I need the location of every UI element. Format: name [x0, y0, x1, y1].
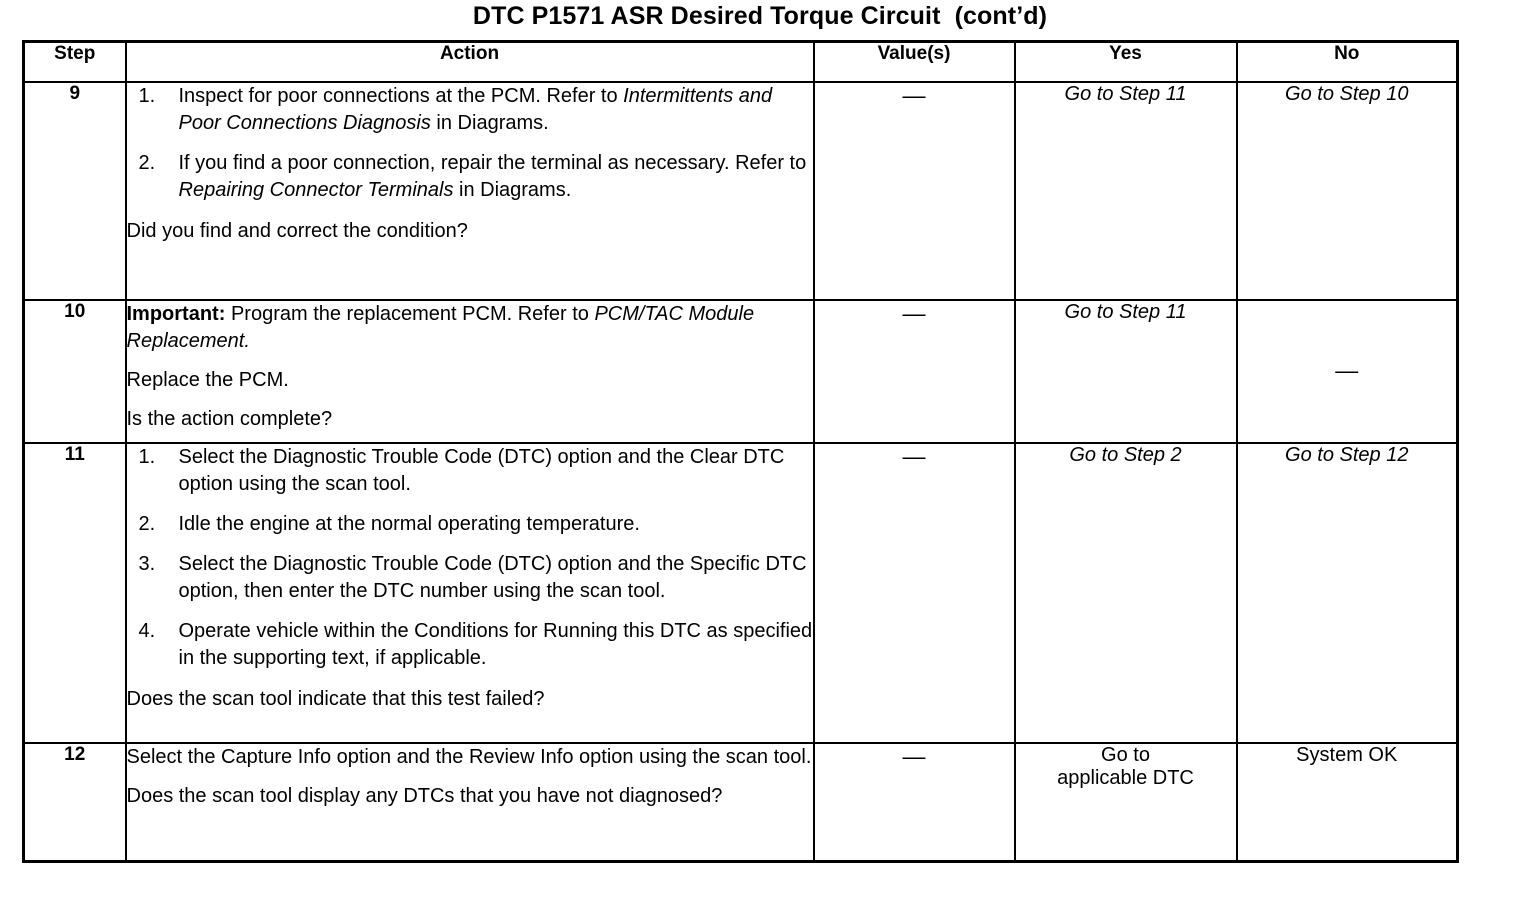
value-cell: —: [812, 442, 1016, 744]
list-item-number: 3.: [138, 553, 156, 575]
important-label: Important:: [126, 303, 226, 325]
list-item-text-pre: If you find a poor connection, repair th…: [178, 152, 807, 174]
value-dash: —: [902, 743, 926, 769]
table-row: 11 1. Select the Diagnostic Trouble Code …: [22, 442, 1459, 744]
no-branch: System OK: [1235, 742, 1459, 862]
value-dash: —: [902, 82, 926, 108]
action-step-list: 1. Select the Diagnostic Trouble Code (DT…: [127, 444, 813, 672]
list-item-number: 1.: [138, 446, 156, 468]
important-text: Program the replacement PCM. Refer to: [225, 303, 595, 325]
page-title: DTC P1571 ASR Desired Torque Circuit (co…: [472, 2, 1048, 30]
list-item: 2. If you find a poor connection, repair …: [127, 150, 813, 204]
table-body: 9 1. Inspect for poor connections at the …: [22, 81, 1459, 862]
list-item: 1. Inspect for poor connections at the PC…: [127, 83, 813, 137]
table-row: 9 1. Inspect for poor connections at the …: [22, 81, 1459, 301]
list-item-text-pre: Select the Diagnostic Trouble Code (DTC)…: [178, 553, 807, 602]
action-content: 1. Inspect for poor connections at the PC…: [124, 81, 815, 301]
list-item-text-post: in Diagrams.: [430, 112, 549, 134]
list-item-text-post: in Diagrams.: [453, 179, 572, 201]
list-item: 2. Idle the engine at the normal operatin…: [127, 511, 813, 538]
yes-branch: Go to Step 11: [1013, 299, 1238, 444]
column-header-action: Action: [124, 40, 815, 83]
table-row: 10 Important: Program the replacement PC…: [22, 299, 1459, 444]
diagnostic-table: Step Action Value(s) Yes No 9 1. Inspect …: [22, 40, 1459, 863]
table-row: 12 Select the Capture Info option and th…: [22, 742, 1459, 862]
list-item-text-pre: Idle the engine at the normal operating …: [178, 513, 640, 535]
action-question: Did you find and correct the condition?: [126, 220, 468, 242]
yes-branch: Go to Step 2: [1013, 442, 1238, 744]
action-content: 1. Select the Diagnostic Trouble Code (DT…: [124, 442, 815, 744]
action-question: Does the scan tool display any DTCs that…: [126, 785, 723, 807]
action-statement: Replace the PCM.: [126, 369, 289, 391]
list-item-text-italic: Repairing Connector Terminals: [178, 179, 454, 201]
yes-branch: Go to applicable DTC: [1013, 742, 1238, 862]
value-cell: —: [812, 299, 1016, 444]
action-question: Does the scan tool indicate that this te…: [126, 688, 545, 710]
list-item-text-pre: Inspect for poor connections at the PCM.…: [178, 85, 624, 107]
action-step-list: 1. Inspect for poor connections at the PC…: [127, 83, 813, 204]
value-cell: —: [812, 742, 1016, 862]
column-header-no: No: [1235, 40, 1459, 83]
list-item: 1. Select the Diagnostic Trouble Code (DT…: [127, 444, 813, 498]
important-reference: PCM/TAC Module Replacement.: [126, 303, 755, 352]
value-dash: —: [902, 300, 926, 326]
column-header-yes: Yes: [1013, 40, 1238, 83]
action-statement: Select the Capture Info option and the R…: [126, 746, 812, 768]
table-header: Step Action Value(s) Yes No: [22, 40, 1459, 83]
yes-branch: Go to Step 11: [1013, 81, 1238, 301]
no-branch: —: [1235, 299, 1459, 444]
yes-branch-line1: Go to: [1101, 744, 1150, 766]
value-cell: —: [812, 81, 1016, 301]
no-dash: —: [1335, 357, 1359, 383]
no-branch: Go to Step 10: [1235, 81, 1459, 301]
list-item-number: 2.: [138, 152, 156, 174]
list-item-number: 4.: [138, 620, 156, 642]
column-header-value: Value(s): [812, 40, 1016, 83]
table-header-row: Step Action Value(s) Yes No: [22, 40, 1459, 83]
step-number: 11: [22, 442, 127, 744]
yes-branch-line2: applicable DTC: [1057, 767, 1194, 789]
step-number: 9: [22, 81, 127, 301]
list-item-text-pre: Operate vehicle within the Conditions fo…: [178, 620, 813, 669]
action-question: Is the action complete?: [126, 408, 333, 430]
list-item-text-italic: Intermittents and Poor Connections Diagn…: [178, 85, 773, 134]
important-note: Important: Program the replacement PCM. …: [127, 301, 813, 355]
list-item-number: 1.: [138, 85, 156, 107]
list-item-number: 2.: [138, 513, 156, 535]
list-item: 3. Select the Diagnostic Trouble Code (DT…: [127, 551, 813, 605]
action-content: Important: Program the replacement PCM. …: [124, 299, 815, 444]
action-content: Select the Capture Info option and the R…: [124, 742, 815, 862]
list-item-text-pre: Select the Diagnostic Trouble Code (DTC)…: [178, 446, 785, 495]
column-header-step: Step: [22, 40, 127, 83]
step-number: 10: [22, 299, 127, 444]
list-item: 4. Operate vehicle within the Conditions …: [127, 618, 813, 672]
no-branch: Go to Step 12: [1235, 442, 1459, 744]
value-dash: —: [902, 443, 926, 469]
step-number: 12: [22, 742, 127, 862]
diagnostic-table-container: Step Action Value(s) Yes No 9 1. Inspect …: [22, 40, 1459, 863]
